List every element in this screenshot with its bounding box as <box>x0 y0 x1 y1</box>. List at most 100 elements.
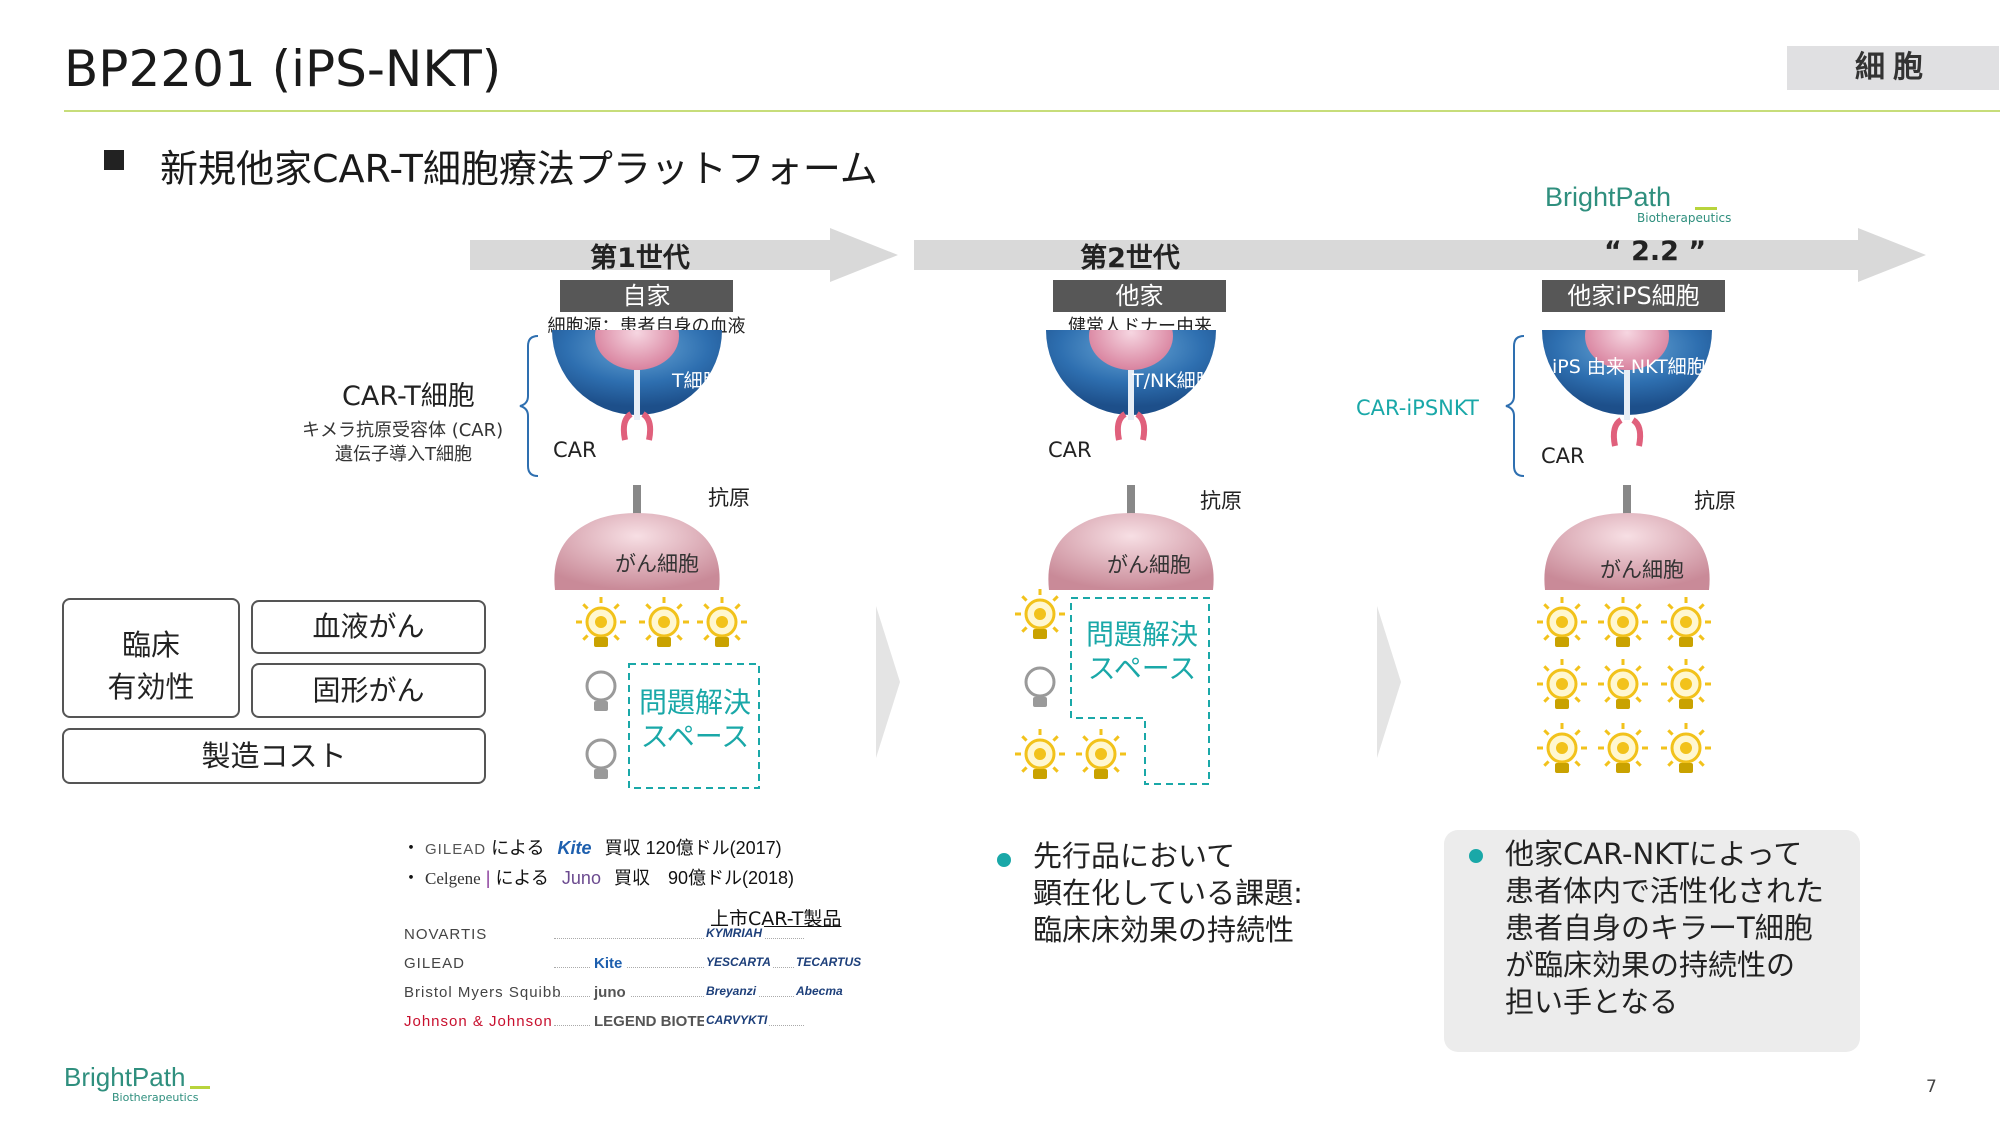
generation-arrows <box>470 228 1926 282</box>
gen3-lit-bulb-icon <box>1598 659 1648 709</box>
gen2-label: 第2世代 <box>1080 243 1180 274</box>
gen1-car-label: CAR <box>553 438 597 462</box>
footer-brand-name: BrightPath <box>64 1062 186 1092</box>
gen1-label: 第1世代 <box>590 243 690 274</box>
product-partner: Kite <box>590 955 627 972</box>
problem-space-outlines <box>628 597 1210 789</box>
chevron-1-icon <box>876 606 900 758</box>
product-partner: LEGEND BIOTECH <box>590 1013 733 1030</box>
gen3-label: “ 2.2 ” <box>1603 236 1707 267</box>
clinical-efficacy-line1: 臨床 <box>121 628 180 662</box>
brand-logo-footer: BrightPath Biotherapeutics <box>64 1062 224 1108</box>
gen2-cell-label: T/NK細胞 <box>1132 370 1215 392</box>
gen2-car-label: CAR <box>1048 438 1092 462</box>
brand-logo-top: BrightPath Biotherapeutics <box>1545 182 1732 232</box>
gen2-cancer-label: がん細胞 <box>1107 553 1191 577</box>
product-company: GILEAD <box>404 955 466 972</box>
product-name: KYMRIAH <box>704 926 764 940</box>
gen1-lit-bulb-icon <box>576 597 626 647</box>
gen3-car-label: CAR <box>1541 444 1585 468</box>
page-number: 7 <box>1926 1077 1937 1097</box>
gen1-lit-bulb-icon <box>639 597 689 647</box>
gen3-lit-bulb-icon <box>1598 597 1648 647</box>
juno-logo-text: Juno <box>561 868 601 888</box>
evaluation-bulbs <box>576 589 1711 779</box>
gen2-car-cell <box>1046 330 1216 590</box>
cell-diagrams <box>519 330 1712 590</box>
product-partner: juno <box>590 984 630 1001</box>
blood-cancer-box: 血液がん <box>251 600 486 654</box>
gen1-unlit-bulb-icon <box>585 670 617 711</box>
arrow-gen1 <box>470 228 898 282</box>
page-title: BP2201 (iPS-NKT) <box>64 40 502 98</box>
car-t-desc-2: 遺伝子導入T細胞 <box>335 444 472 465</box>
gen2-problem-space-shape <box>1070 597 1210 785</box>
gen3-antigen-label: 抗原 <box>1694 489 1736 513</box>
gen1-lit-bulb-icon <box>697 597 747 647</box>
gen3-car-nkt-cell <box>1542 330 1712 590</box>
gen3-lit-bulb-icon <box>1537 723 1587 773</box>
gen1-antigen-label: 抗原 <box>708 486 750 510</box>
gen1-problem-space-text: 問題解決 スペース <box>633 686 757 754</box>
clinical-efficacy-box: 臨床 有効性 <box>62 598 240 718</box>
gen1-car-t-cell <box>552 330 722 590</box>
gen3-bracket <box>1505 335 1525 477</box>
car-t-title: CAR-T細胞 <box>342 381 475 412</box>
acquisition-line-1: ・ GILEAD による Kite 買収 120億ドル(2017) <box>402 838 782 858</box>
subtitle: 新規他家CAR-T細胞療法プラットフォーム <box>160 147 878 191</box>
product-name: Abecma <box>794 984 845 998</box>
product-name: TECARTUS <box>794 955 864 969</box>
gen1-ps-line2: スペース <box>640 720 750 753</box>
gen2-source-box: 他家 <box>1053 280 1226 312</box>
solid-cancer-box: 固形がん <box>251 663 486 718</box>
gen2-lit-bulb-icon <box>1015 729 1065 779</box>
gen2-lit-bulb-icon <box>1015 589 1065 639</box>
chevron-separators <box>876 606 1401 758</box>
gen2-bullet-dot <box>997 853 1011 867</box>
arrow-gen2 <box>914 228 1926 282</box>
gen3-source-box: 他家iPS細胞 <box>1542 280 1725 312</box>
kite-logo-text: Kite <box>557 838 592 858</box>
gen1-source-box: 自家 <box>560 280 733 312</box>
square-bullet-icon <box>104 150 124 170</box>
category-tag: 細胞 <box>1787 46 1999 90</box>
gen2-problem-space-text: 問題解決 スペース <box>1075 618 1209 686</box>
acquisition-line-2: ・ Celgene | による Juno 買収 90億ドル(2018) <box>402 868 795 888</box>
gen1-cell-label: T細胞 <box>672 370 722 392</box>
gen2-ps-line2: スペース <box>1087 652 1197 685</box>
chevron-2-icon <box>1377 606 1401 758</box>
car-ipsnkt-label: CAR-iPSNKT <box>1356 396 1479 420</box>
gen3-lit-bulb-icon <box>1661 723 1711 773</box>
product-name: CARVYKTI <box>704 1013 770 1027</box>
clinical-efficacy-line2: 有効性 <box>107 670 195 704</box>
gen2-lit-bulb-icon <box>1076 729 1126 779</box>
footer-brand-sub: Biotherapeutics <box>112 1091 199 1104</box>
product-company: Bristol Myers Squibb <box>404 984 562 1001</box>
brand-sub: Biotherapeutics <box>1637 211 1732 225</box>
marketed-product-row: Bristol Myers Squibb juno Breyanzi Abecma <box>404 984 904 1010</box>
gen3-lit-bulb-icon <box>1537 597 1587 647</box>
gen3-cancer-label: がん細胞 <box>1600 558 1684 582</box>
gen1-unlit-bulb-icon <box>585 738 617 779</box>
manufacturing-cost-box: 製造コスト <box>62 728 486 784</box>
header-rule <box>64 110 2000 112</box>
gen3-lit-bulb-icon <box>1661 597 1711 647</box>
marketed-product-row: GILEAD Kite YESCARTA TECARTUS <box>404 955 904 981</box>
gen2-antigen-label: 抗原 <box>1200 489 1242 513</box>
gen2-unlit-bulb-icon <box>1024 666 1056 707</box>
product-company: NOVARTIS <box>404 926 488 943</box>
gen1-problem-space-box <box>628 663 760 789</box>
gen3-bullet-panel <box>1444 830 1860 1052</box>
gilead-logo-text: GILEAD <box>425 841 487 858</box>
product-company: Johnson & Johnson <box>404 1013 553 1030</box>
product-name: Breyanzi <box>704 984 759 998</box>
gen3-bullet-dot <box>1469 849 1483 863</box>
gen3-lit-bulb-icon <box>1598 723 1648 773</box>
gen3-lit-bulb-icon <box>1537 659 1587 709</box>
product-name: YESCARTA <box>704 955 773 969</box>
gen1-bracket <box>519 335 539 477</box>
car-t-desc-1: キメラ抗原受容体 (CAR) <box>302 420 504 441</box>
marketed-product-row: NOVARTIS KYMRIAH <box>404 926 904 952</box>
brand-name: BrightPath <box>1545 182 1672 212</box>
